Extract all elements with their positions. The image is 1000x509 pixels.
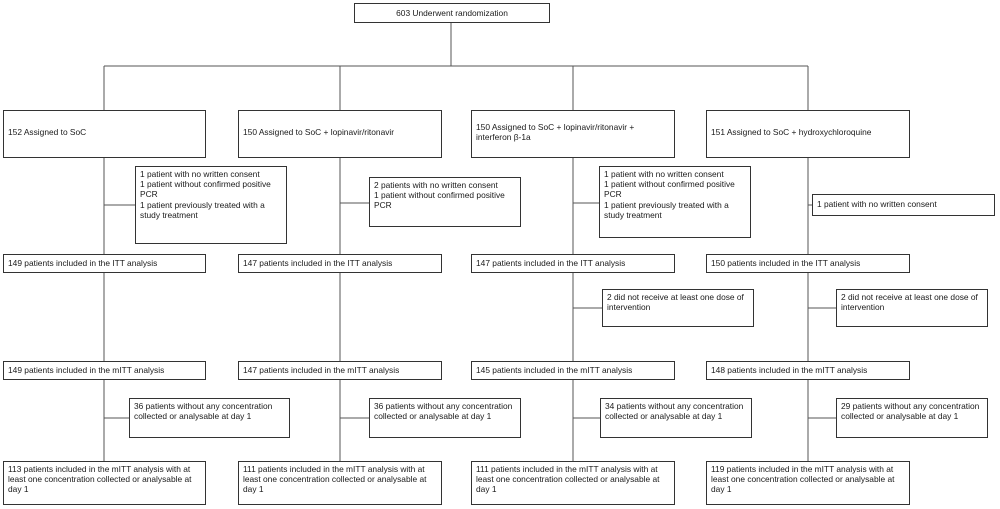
arm-lpv-ifn-itt-text: 147 patients included in the ITT analysi…: [476, 258, 626, 268]
exclusion-item: 2 patients with no written consent: [374, 180, 498, 190]
randomization-text: 603 Underwent randomization: [396, 8, 508, 18]
arm-lpv-itt-text: 147 patients included in the ITT analysi…: [243, 258, 393, 268]
arm-hcq-mitt-text: 148 patients included in the mITT analys…: [711, 365, 868, 375]
arm-hcq-itt-box: 150 patients included in the ITT analysi…: [706, 254, 910, 273]
arm-lpv-ifn-exclusion-conc-box: 34 patients without any concentration co…: [600, 398, 752, 438]
arm-lpv-ifn-final-text: 111 patients included in the mITT analys…: [476, 464, 660, 495]
arm-lpv-ifn-assigned-box: 150 Assigned to SoC + lopinavir/ritonavi…: [471, 110, 675, 158]
exclusion-item: 2 did not receive at least one dose of i…: [607, 292, 744, 313]
arm-lpv-ifn-final-box: 111 patients included in the mITT analys…: [471, 461, 675, 505]
exclusion-item: 2 did not receive at least one dose of i…: [841, 292, 978, 313]
exclusion-item: 1 patient with no written consent: [604, 169, 724, 179]
arm-lpv-exclusion-assign-box: 2 patients with no written consent 1 pat…: [369, 177, 521, 227]
arm-soc-itt-box: 149 patients included in the ITT analysi…: [3, 254, 206, 273]
arm-lpv-assigned-box: 150 Assigned to SoC + lopinavir/ritonavi…: [238, 110, 442, 158]
arm-soc-itt-text: 149 patients included in the ITT analysi…: [8, 258, 158, 268]
arm-hcq-mitt-box: 148 patients included in the mITT analys…: [706, 361, 910, 380]
arm-lpv-ifn-assigned-text: 150 Assigned to SoC + lopinavir/ritonavi…: [476, 122, 635, 143]
arm-lpv-assigned-text: 150 Assigned to SoC + lopinavir/ritonavi…: [243, 127, 395, 137]
arm-lpv-ifn-exclusion-assign-box: 1 patient with no written consent 1 pati…: [599, 166, 751, 238]
arm-soc-assigned-box: 152 Assigned to SoC: [3, 110, 206, 158]
randomization-box: 603 Underwent randomization: [354, 3, 550, 23]
arm-soc-final-box: 113 patients included in the mITT analys…: [3, 461, 206, 505]
exclusion-item: 1 patient without confirmed positive PCR: [374, 190, 505, 211]
exclusion-item: 1 patient previously treated with a stud…: [604, 199, 729, 220]
exclusion-item: 1 patient previously treated with a stud…: [140, 199, 265, 220]
arm-soc-mitt-box: 149 patients included in the mITT analys…: [3, 361, 206, 380]
arm-soc-exclusion-assign-box: 1 patient with no written consent 1 pati…: [135, 166, 287, 244]
arm-lpv-mitt-text: 147 patients included in the mITT analys…: [243, 365, 400, 375]
arm-lpv-ifn-itt-box: 147 patients included in the ITT analysi…: [471, 254, 675, 273]
arm-lpv-ifn-mitt-box: 145 patients included in the mITT analys…: [471, 361, 675, 380]
arm-hcq-assigned-box: 151 Assigned to SoC + hydroxychloroquine: [706, 110, 910, 158]
arm-lpv-final-box: 111 patients included in the mITT analys…: [238, 461, 442, 505]
exclusion-item: 36 patients without any concentration co…: [374, 401, 513, 422]
exclusion-item: 34 patients without any concentration co…: [605, 401, 744, 422]
arm-lpv-itt-box: 147 patients included in the ITT analysi…: [238, 254, 442, 273]
exclusion-item: 29 patients without any concentration co…: [841, 401, 980, 422]
arm-lpv-exclusion-conc-box: 36 patients without any concentration co…: [369, 398, 521, 438]
arm-soc-assigned-text: 152 Assigned to SoC: [8, 127, 87, 137]
exclusion-item: 36 patients without any concentration co…: [134, 401, 273, 422]
arm-soc-mitt-text: 149 patients included in the mITT analys…: [8, 365, 165, 375]
arm-soc-final-text: 113 patients included in the mITT analys…: [8, 464, 192, 495]
arm-hcq-exclusion-conc-box: 29 patients without any concentration co…: [836, 398, 988, 438]
exclusion-item: 1 patient with no written consent: [140, 169, 260, 179]
exclusion-item: 1 patient with no written consent: [817, 199, 937, 209]
arm-hcq-itt-text: 150 patients included in the ITT analysi…: [711, 258, 861, 268]
arm-lpv-ifn-exclusion-mitt-box: 2 did not receive at least one dose of i…: [602, 289, 754, 327]
arm-lpv-ifn-mitt-text: 145 patients included in the mITT analys…: [476, 365, 633, 375]
exclusion-item: 1 patient without confirmed positive PCR: [140, 179, 271, 200]
arm-soc-exclusion-conc-box: 36 patients without any concentration co…: [129, 398, 290, 438]
arm-hcq-exclusion-assign-box: 1 patient with no written consent: [812, 194, 995, 216]
exclusion-item: 1 patient without confirmed positive PCR: [604, 179, 735, 200]
arm-hcq-final-box: 119 patients included in the mITT analys…: [706, 461, 910, 505]
arm-lpv-mitt-box: 147 patients included in the mITT analys…: [238, 361, 442, 380]
arm-hcq-final-text: 119 patients included in the mITT analys…: [711, 464, 895, 495]
arm-lpv-final-text: 111 patients included in the mITT analys…: [243, 464, 427, 495]
arm-hcq-exclusion-mitt-box: 2 did not receive at least one dose of i…: [836, 289, 988, 327]
arm-hcq-assigned-text: 151 Assigned to SoC + hydroxychloroquine: [711, 127, 872, 137]
